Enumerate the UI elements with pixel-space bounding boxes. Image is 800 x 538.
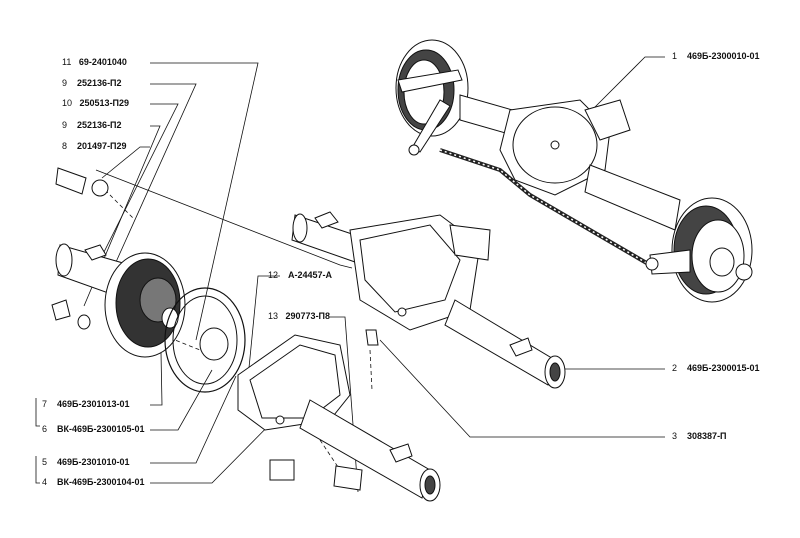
callout-part-number: 469Б-2301013-01 — [57, 399, 130, 409]
callout-part-number: 252136-П2 — [77, 120, 122, 130]
callout-10: 10 250513-П29 — [62, 98, 129, 109]
callout-part-number: 252136-П2 — [77, 78, 122, 88]
callout-number: 11 — [62, 57, 72, 67]
leader-12b — [95, 169, 353, 269]
callout-number: 3 — [672, 431, 678, 441]
leader-12 — [247, 275, 280, 379]
callout-part-number: 69-2401040 — [78, 57, 127, 67]
callout-part-number: 250513-П29 — [79, 98, 130, 108]
leader-9b — [83, 125, 161, 307]
callout-3: 3 308387-П — [672, 431, 727, 442]
callout-8: 8 201497-П29 — [62, 141, 127, 152]
differential-housing-left — [51, 167, 246, 393]
callout-9: 9 252136-П2 — [62, 120, 122, 131]
leader-6 — [150, 369, 213, 431]
leader-5 — [150, 375, 237, 464]
callout-part-number: А-24457-А — [288, 270, 333, 280]
callout-number: 7 — [42, 399, 48, 409]
callout-number: 9 — [62, 78, 68, 88]
guide-4 — [319, 439, 341, 471]
leader-9a — [115, 83, 197, 263]
callout-number: 9 — [62, 120, 68, 130]
callout-number: 10 — [62, 98, 73, 108]
callout-1: 1 469Б-2300010-01 — [672, 51, 760, 62]
callout-number: 13 — [268, 311, 279, 321]
callout-part-number: 469Б-2301010-01 — [57, 457, 130, 467]
callout-4: 4 ВК-469Б-2300104-01 — [42, 477, 145, 488]
leader-lines — [35, 56, 665, 493]
callout-6: 6 ВК-469Б-2300105-01 — [42, 424, 145, 435]
callout-part-number: 201497-П29 — [77, 141, 127, 151]
leader-4 — [150, 407, 287, 484]
complete-axle-assembly — [395, 39, 753, 303]
callout-13: 13 290773-П8 — [268, 311, 330, 322]
callout-part-number: 469Б-2300010-01 — [687, 51, 760, 61]
callout-number: 12 — [268, 270, 279, 280]
guide-1 — [104, 189, 136, 221]
callout-part-number: 290773-П8 — [285, 311, 331, 321]
callout-part-number: 469Б-2300015-01 — [687, 363, 760, 373]
callout-11: 11 69-2401040 — [62, 57, 127, 68]
callout-part-number: 308387-П — [687, 431, 727, 441]
leader-1 — [589, 56, 665, 113]
callout-2: 2 469Б-2300015-01 — [672, 363, 760, 374]
callout-7: 7 469Б-2301013-01 — [42, 399, 130, 410]
callout-number: 6 — [42, 424, 48, 434]
callout-number: 4 — [42, 477, 48, 487]
callout-number: 5 — [42, 457, 48, 467]
callout-9-top: 9 252136-П2 — [62, 78, 122, 89]
bracket-5-4 — [35, 456, 40, 484]
leader-8 — [101, 146, 150, 179]
callout-12: 12 А-24457-А — [268, 270, 332, 281]
leader-11 — [150, 62, 259, 341]
callout-number: 1 — [672, 51, 678, 61]
callout-part-number: ВК-469Б-2300105-01 — [57, 424, 145, 434]
leader-10 — [99, 103, 179, 261]
axle-housing — [291, 211, 566, 389]
bracket-7-6 — [35, 398, 40, 427]
carrier-half-housing — [237, 329, 441, 502]
leader-3 — [379, 339, 665, 438]
guide-5 — [369, 349, 373, 391]
callout-part-number: ВК-469Б-2300104-01 — [57, 477, 145, 487]
callout-5: 5 469Б-2301010-01 — [42, 457, 130, 468]
callout-number: 8 — [62, 141, 68, 151]
callout-number: 2 — [672, 363, 678, 373]
